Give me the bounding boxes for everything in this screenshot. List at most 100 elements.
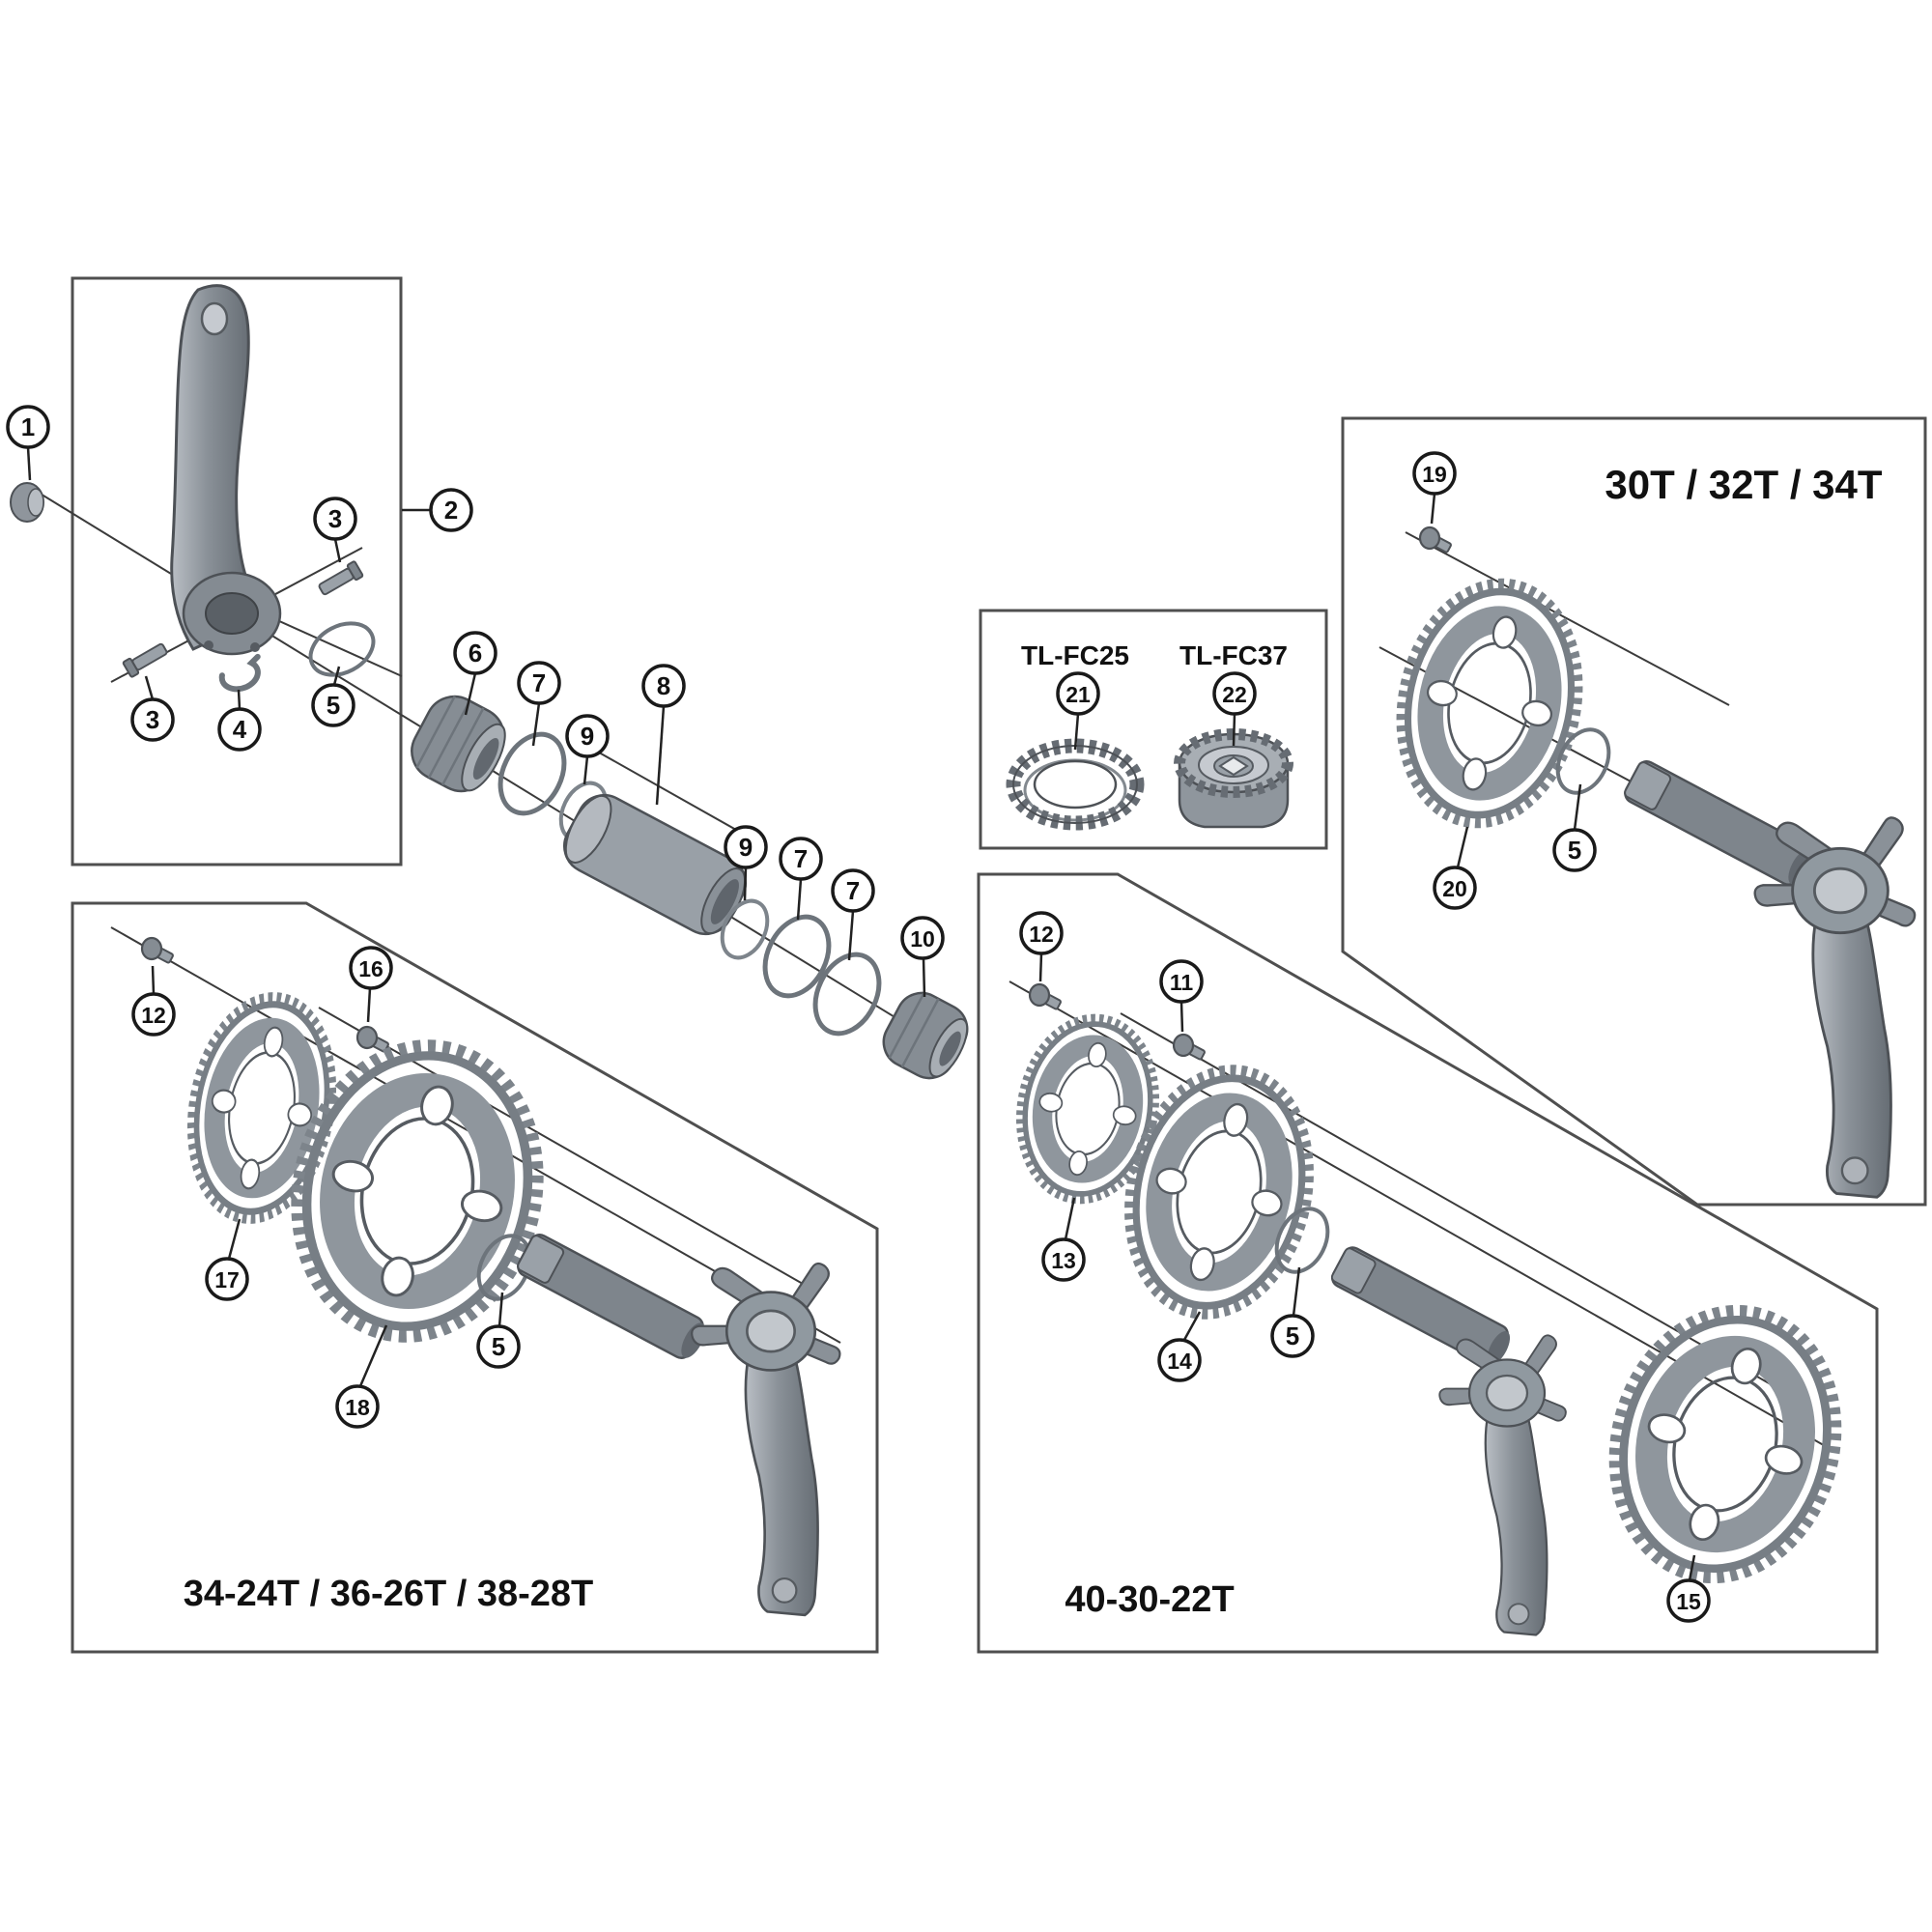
- callout-leader-3: [144, 675, 155, 700]
- callout-leader-4: [237, 689, 242, 710]
- callout-leader-9: [582, 755, 589, 785]
- callout-leader-10: [922, 957, 926, 998]
- box-left-crank-group: [71, 276, 403, 867]
- box-triple-chainring: [977, 872, 1879, 1654]
- part-bolt-11: [1172, 1033, 1207, 1062]
- callout-number-10: 10: [910, 926, 935, 952]
- callout-circle-3: [313, 497, 357, 541]
- part-bolt-16: [355, 1025, 390, 1054]
- part-o-ring-single: [1548, 722, 1618, 802]
- layer-parts: [10, 284, 1917, 1636]
- callout-leader-5: [1292, 1266, 1301, 1317]
- callout-leader-9: [743, 867, 748, 901]
- callout-number-7: 7: [532, 668, 546, 697]
- callout-circle-5: [476, 1324, 521, 1369]
- callout-number-17: 17: [214, 1267, 240, 1293]
- callout-number-13: 13: [1051, 1248, 1076, 1273]
- layer-axis: [38, 492, 1887, 1453]
- callout-circle-4: [217, 707, 262, 752]
- part-bb-cup-right: [882, 991, 969, 1080]
- box-triple-chainring-title: 40-30-22T: [1065, 1579, 1234, 1620]
- callout-circle-14: [1157, 1338, 1202, 1382]
- axis-line: [1405, 531, 1730, 706]
- callout-leader-19: [1430, 493, 1436, 525]
- callout-leader-12: [1038, 952, 1043, 982]
- callout-leader-14: [1182, 1311, 1202, 1341]
- part-pinch-bolt-lower: [122, 639, 171, 679]
- callout-number-20: 20: [1442, 876, 1467, 901]
- callout-circle-7: [517, 661, 561, 705]
- tool-label-tl-fc25: TL-FC25: [1021, 640, 1129, 670]
- callout-circle-12: [1019, 911, 1064, 955]
- part-crank-cap: [10, 482, 44, 523]
- callout-leader-5: [1573, 783, 1582, 831]
- callout-circle-5: [1270, 1314, 1315, 1358]
- callout-number-5: 5: [1568, 836, 1581, 865]
- callout-circle-6: [453, 631, 497, 675]
- callout-leader-21: [1073, 713, 1080, 751]
- callout-number-15: 15: [1676, 1589, 1701, 1614]
- callout-leader-16: [366, 987, 372, 1023]
- callout-number-11: 11: [1170, 970, 1194, 995]
- callout-leader-7: [796, 878, 803, 921]
- callout-circle-12: [131, 992, 176, 1037]
- callout-circle-22: [1212, 671, 1257, 716]
- callout-leader-13: [1064, 1197, 1076, 1240]
- callout-circle-5: [1552, 828, 1597, 872]
- callout-number-5: 5: [492, 1332, 505, 1361]
- callout-number-9: 9: [739, 833, 753, 862]
- callout-number-4: 4: [233, 715, 247, 744]
- callout-leader-18: [358, 1324, 388, 1387]
- callout-circle-1: [6, 405, 50, 449]
- callout-number-7: 7: [794, 844, 808, 873]
- callout-number-2: 2: [444, 496, 458, 525]
- callout-leader-15: [1688, 1554, 1696, 1581]
- callout-leader-5: [332, 666, 341, 686]
- box-double-chainring: [71, 901, 879, 1654]
- callout-leader-5: [497, 1292, 504, 1327]
- part-spindle-double: [513, 1230, 713, 1366]
- box-double-chainring-title: 34-24T / 36-26T / 38-28T: [184, 1574, 594, 1614]
- callout-circle-5: [311, 683, 355, 727]
- part-chainring-13: [1008, 1009, 1168, 1209]
- callout-leader-7: [847, 910, 855, 961]
- part-bolt-12-left: [140, 936, 175, 965]
- callout-leader-3: [333, 538, 342, 563]
- callout-number-19: 19: [1422, 462, 1447, 487]
- callout-circle-18: [335, 1384, 380, 1429]
- callout-circle-16: [349, 946, 393, 990]
- callout-circle-9: [724, 825, 768, 869]
- callout-circle-3: [130, 697, 175, 742]
- part-left-crank-arm: [170, 284, 282, 656]
- callout-leader-17: [227, 1218, 242, 1260]
- part-o-ring-spacer-3: [803, 944, 892, 1044]
- callout-circle-7: [779, 837, 823, 881]
- callout-number-22: 22: [1222, 682, 1247, 707]
- callout-circle-15: [1666, 1578, 1711, 1623]
- callout-circle-10: [900, 916, 945, 960]
- callout-number-1: 1: [21, 412, 35, 441]
- callout-leader-1: [26, 446, 32, 481]
- callout-leader-22: [1232, 713, 1236, 747]
- box-single-chainring: [1341, 416, 1927, 1207]
- callout-number-3: 3: [146, 705, 159, 734]
- part-right-crank-triple: [1438, 1334, 1567, 1636]
- callout-number-3: 3: [328, 504, 342, 533]
- part-right-crank-double: [690, 1262, 841, 1617]
- callout-circle-2: [429, 488, 473, 532]
- callout-leader-7: [531, 702, 541, 747]
- callout-number-18: 18: [345, 1395, 370, 1420]
- callout-circle-13: [1041, 1237, 1086, 1282]
- callout-number-14: 14: [1167, 1349, 1192, 1374]
- callout-circle-9: [565, 714, 610, 758]
- part-tool-tl-fc25: [1006, 738, 1145, 831]
- part-bb-cup-left: [411, 695, 506, 793]
- callout-number-9: 9: [581, 722, 594, 751]
- callout-number-12: 12: [141, 1003, 166, 1028]
- part-pinch-bolt-upper: [315, 559, 364, 599]
- callout-number-21: 21: [1065, 682, 1091, 707]
